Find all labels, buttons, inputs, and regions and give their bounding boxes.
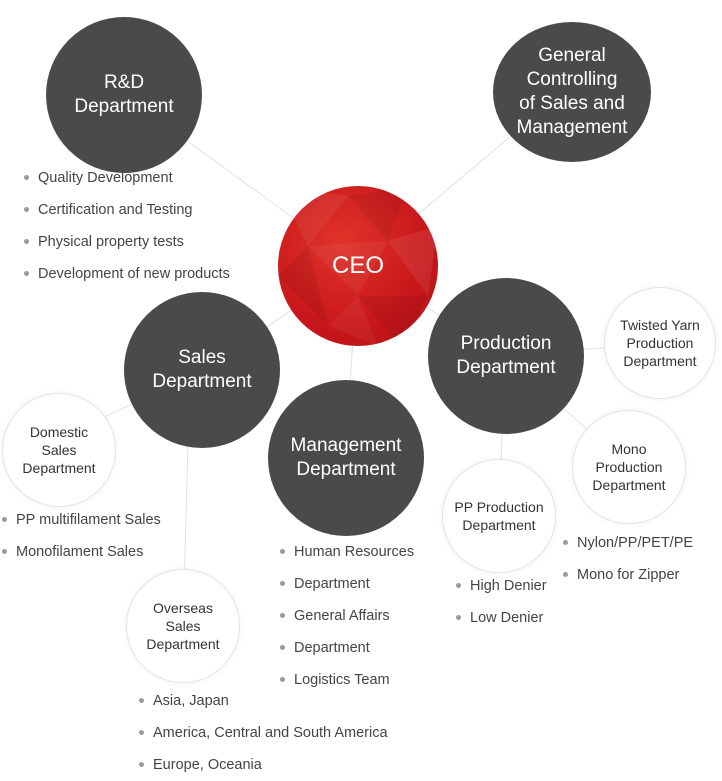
- general-title-line-3: of Sales and: [519, 93, 625, 114]
- list-item: Physical property tests: [24, 226, 230, 258]
- list-item: Logistics Team: [280, 664, 414, 696]
- list-item: Asia, Japan: [139, 685, 388, 717]
- management-duties-list: Human Resources Department General Affai…: [280, 536, 414, 696]
- overseas-duties-list: Asia, Japan America, Central and South A…: [139, 685, 388, 781]
- general-title-line-1: General: [538, 45, 606, 66]
- general-title-line-2: Controlling: [526, 69, 618, 90]
- mono-title-line-2: Production: [595, 459, 663, 475]
- production-title-line-2: Department: [456, 357, 556, 378]
- list-item: Mono for Zipper: [563, 559, 693, 591]
- production-department-node: Production Department: [428, 278, 584, 434]
- rd-title-line-1: R&D: [103, 72, 145, 93]
- management-title-line-2: Department: [296, 459, 396, 480]
- mono-production-node: Mono Production Department: [572, 410, 686, 524]
- list-item: Department: [280, 568, 414, 600]
- list-item: America, Central and South America: [139, 717, 388, 749]
- list-item: Low Denier: [456, 602, 547, 634]
- list-item: Human Resources: [280, 536, 414, 568]
- ceo-node: CEO: [278, 186, 438, 346]
- sales-title-line-2: Department: [152, 371, 252, 392]
- domestic-title-line-1: Domestic: [29, 424, 89, 440]
- mono-title-line-3: Department: [592, 477, 666, 493]
- twisted-title-line-1: Twisted Yarn: [620, 317, 700, 333]
- overseas-title-line-3: Department: [146, 636, 220, 652]
- general-title-line-4: Management: [516, 117, 628, 138]
- overseas-title-line-1: Overseas: [153, 600, 213, 616]
- rd-department-node: R&D Department: [46, 17, 202, 173]
- mono-title-line-1: Mono: [611, 441, 647, 457]
- domestic-title-line-3: Department: [22, 460, 96, 476]
- domestic-title-line-2: Sales: [41, 442, 77, 458]
- pp-title-line-1: PP Production: [454, 499, 544, 515]
- sales-department-node: Sales Department: [124, 292, 280, 448]
- sales-title-line-1: Sales: [178, 347, 226, 368]
- management-title-line-1: Management: [290, 435, 402, 456]
- list-item: Quality Development: [24, 162, 230, 194]
- twisted-title-line-2: Production: [626, 335, 694, 351]
- twisted-yarn-node: Twisted Yarn Production Department: [604, 287, 716, 399]
- management-department-node: Management Department: [268, 380, 424, 536]
- list-item: General Affairs: [280, 600, 414, 632]
- production-title-line-1: Production: [460, 333, 552, 354]
- pp-duties-list: High Denier Low Denier: [456, 570, 547, 634]
- overseas-title-line-2: Sales: [165, 618, 201, 634]
- domestic-sales-node: Domestic Sales Department: [2, 393, 116, 507]
- twisted-title-line-3: Department: [623, 353, 697, 369]
- mono-duties-list: Nylon/PP/PET/PE Mono for Zipper: [563, 527, 693, 591]
- list-item: PP multifilament Sales: [2, 504, 161, 536]
- ceo-label: CEO: [331, 252, 384, 279]
- rd-duties-list: Quality Development Certification and Te…: [24, 162, 230, 290]
- list-item: Europe, Oceania: [139, 749, 388, 781]
- list-item: Certification and Testing: [24, 194, 230, 226]
- overseas-sales-node: Overseas Sales Department: [126, 569, 240, 683]
- pp-title-line-2: Department: [462, 517, 536, 533]
- general-controlling-node: General Controlling of Sales and Managem…: [493, 22, 651, 162]
- rd-title-line-2: Department: [74, 96, 174, 117]
- ceo-polygon-pattern: [278, 186, 438, 346]
- list-item: Monofilament Sales: [2, 536, 161, 568]
- list-item: Development of new products: [24, 258, 230, 290]
- list-item: Department: [280, 632, 414, 664]
- list-item: High Denier: [456, 570, 547, 602]
- domestic-duties-list: PP multifilament Sales Monofilament Sale…: [2, 504, 161, 568]
- list-item: Nylon/PP/PET/PE: [563, 527, 693, 559]
- pp-production-node: PP Production Department: [442, 459, 556, 573]
